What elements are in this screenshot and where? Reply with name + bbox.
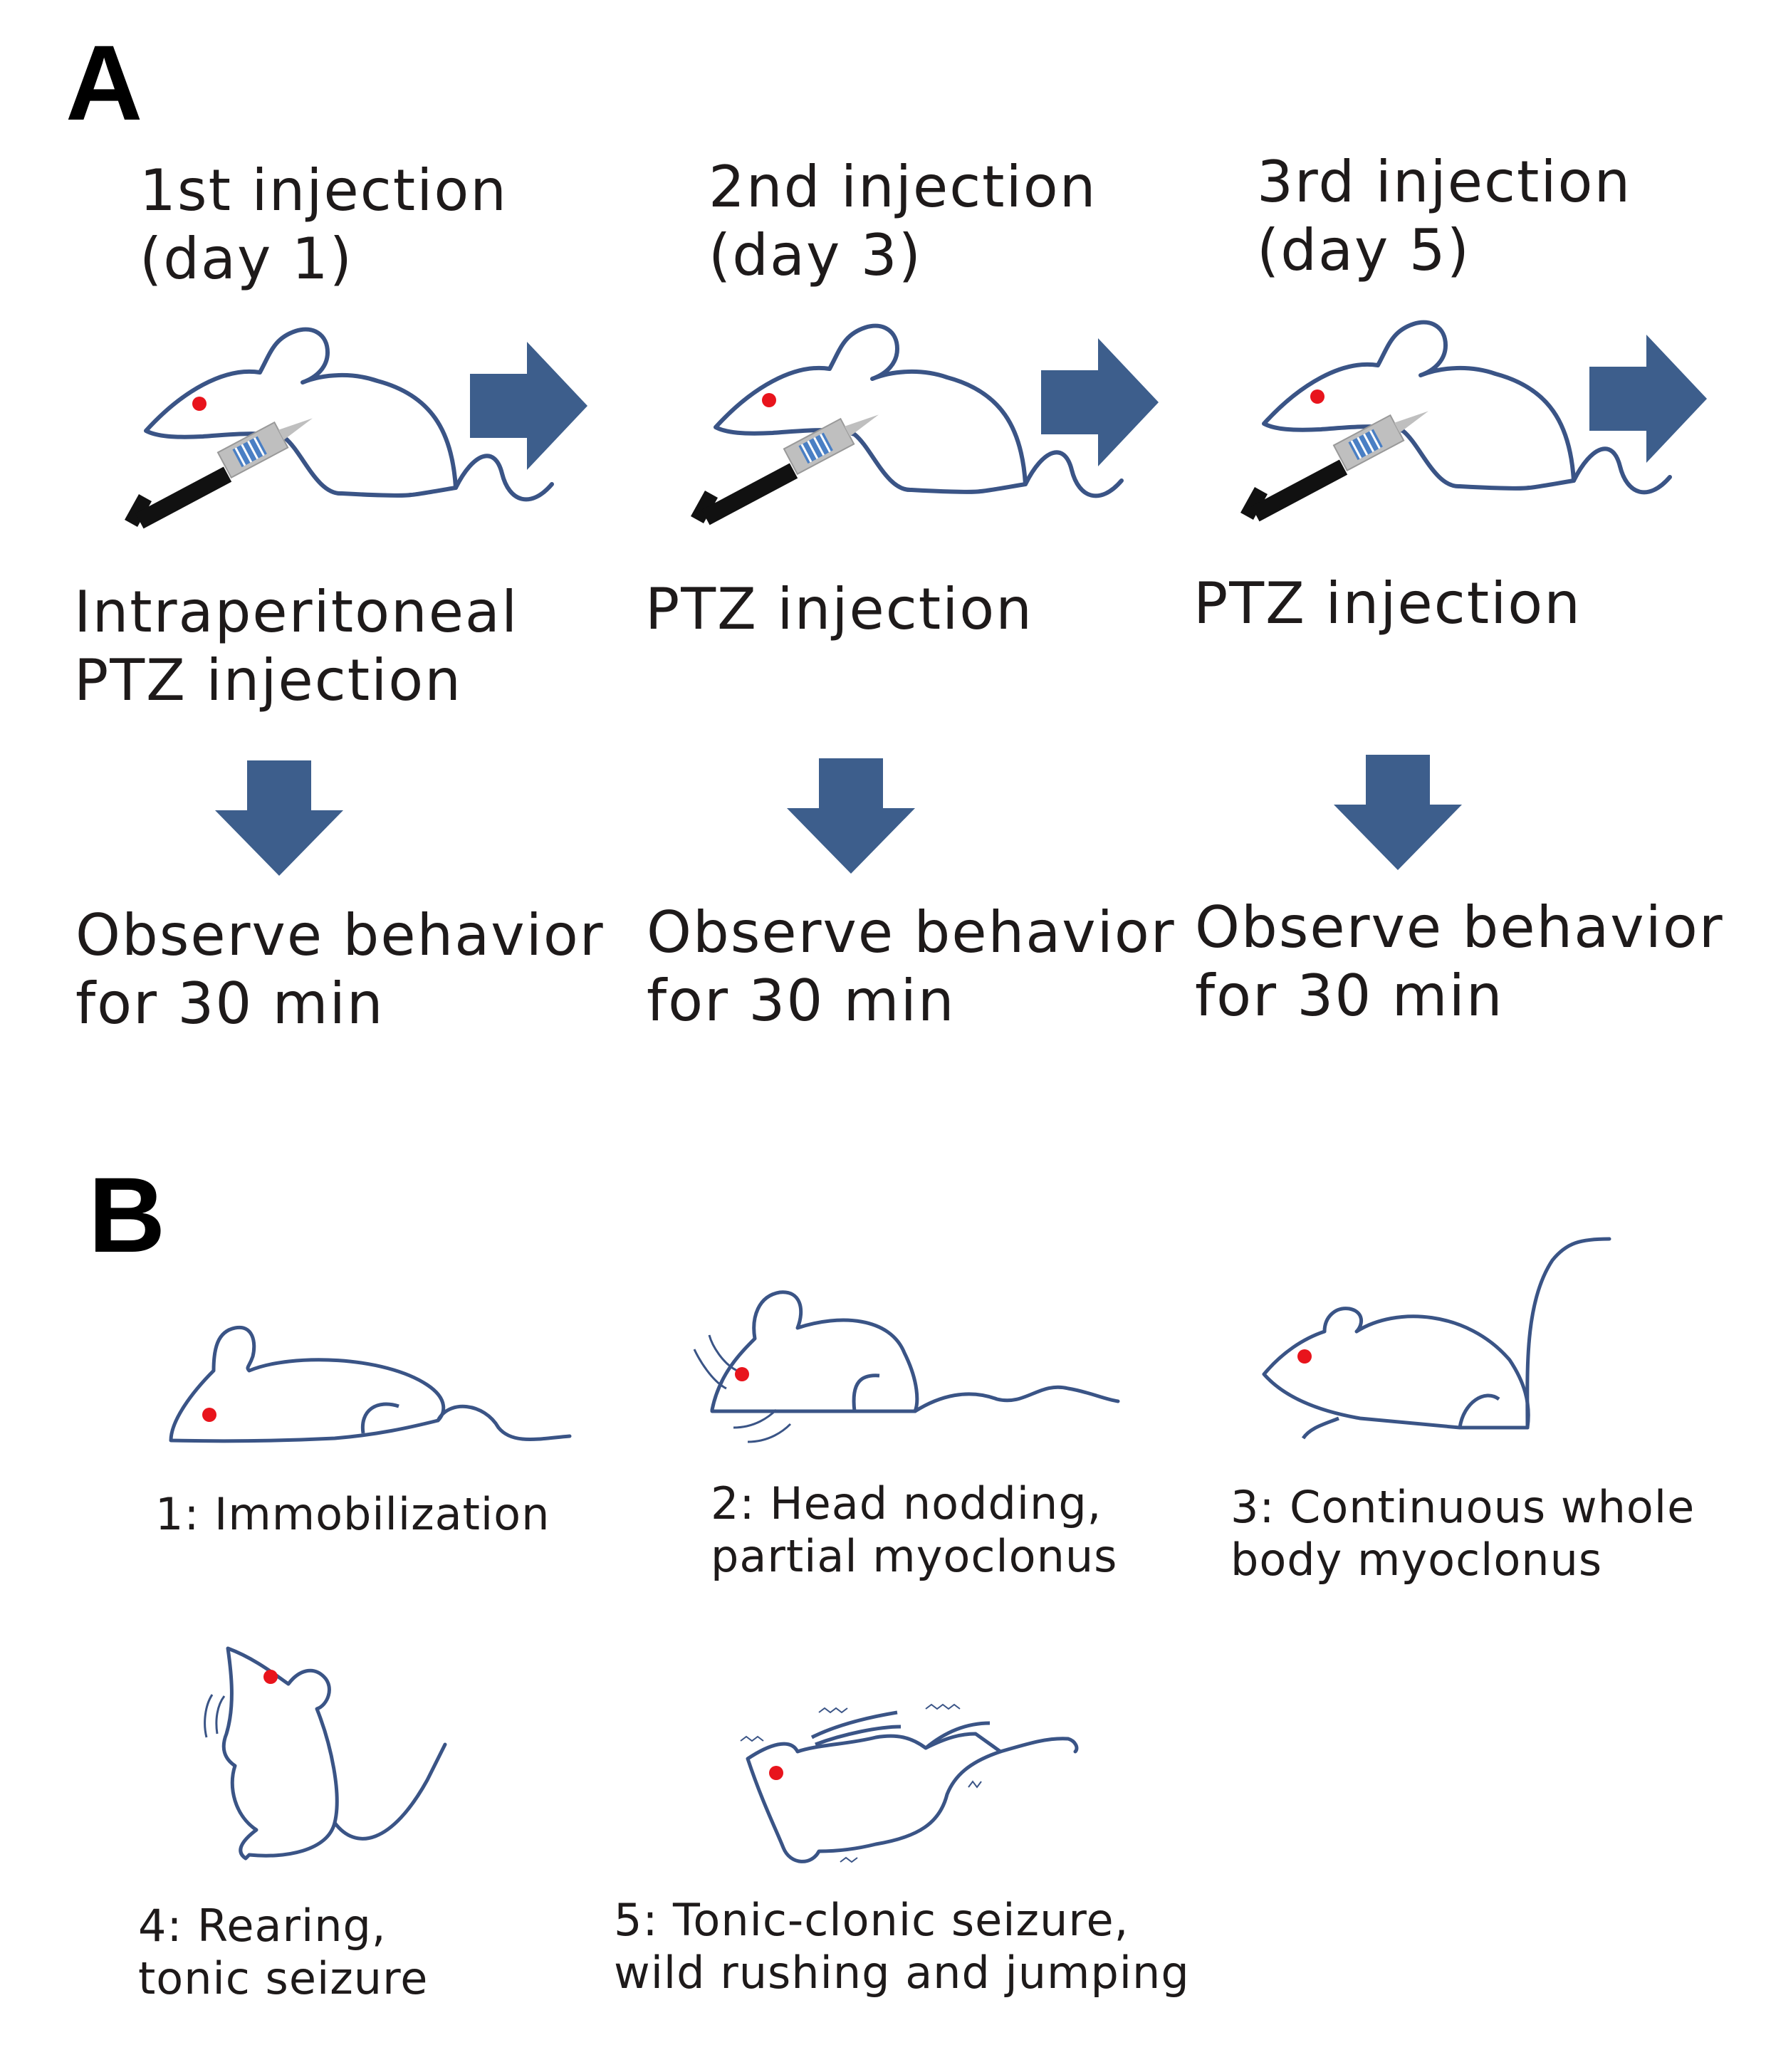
stage-3-label: 3: Continuous whole body myoclonus	[1231, 1481, 1695, 1587]
stage-5-line2: wild rushing and jumping	[614, 1947, 1190, 1999]
arrow-down-2	[787, 758, 915, 874]
mouse-stage-1	[169, 1325, 572, 1443]
arrow-down-3	[1334, 755, 1462, 870]
arrow-down-1	[215, 760, 343, 876]
step-1-action-line2: PTZ injection	[74, 647, 462, 713]
step-2-title-line1: 2nd injection	[709, 154, 1097, 220]
step-3-action: PTZ injection	[1193, 570, 1582, 638]
mouse-stage-5	[740, 1703, 1079, 1863]
step-1-action: Intraperitoneal PTZ injection	[74, 578, 518, 715]
stage-3-line2: body myoclonus	[1231, 1534, 1603, 1586]
stage-2-line1: 2: Head nodding,	[711, 1477, 1102, 1529]
arrow-right-1	[470, 342, 587, 470]
step-3-observe-line1: Observe behavior	[1195, 894, 1724, 961]
step-3-observe-line2: for 30 min	[1195, 963, 1504, 1029]
step-1-observe-line2: for 30 min	[75, 970, 385, 1037]
stage-3-line1: 3: Continuous whole	[1231, 1481, 1696, 1533]
step-1-action-line1: Intraperitoneal	[74, 579, 519, 645]
stage-5-label: 5: Tonic-clonic seizure, wild rushing an…	[614, 1894, 1190, 2000]
step-3-title-line1: 3rd injection	[1257, 149, 1632, 215]
stage-5-line1: 5: Tonic-clonic seizure,	[614, 1894, 1129, 1946]
step-3-action-line1: PTZ injection	[1193, 570, 1582, 637]
step-2-action: PTZ injection	[645, 575, 1033, 644]
panel-a-label: A	[66, 23, 143, 142]
stage-1-label: 1: Immobilization	[155, 1488, 550, 1541]
step-1-title-line2: (day 1)	[140, 226, 353, 292]
stage-2-line2: partial myoclonus	[711, 1530, 1118, 1583]
stage-4-line1: 4: Rearing,	[138, 1900, 387, 1952]
mouse-stage-4	[204, 1646, 447, 1861]
stage-2-label: 2: Head nodding, partial myoclonus	[711, 1477, 1117, 1584]
stage-4-label: 4: Rearing, tonic seizure	[138, 1900, 428, 2006]
arrow-right-3	[1589, 335, 1707, 463]
mouse-stage-2	[693, 1290, 1120, 1443]
step-1-observe-line1: Observe behavior	[75, 902, 605, 968]
step-1-title: 1st injection (day 1)	[140, 157, 508, 293]
step-2-action-line1: PTZ injection	[645, 576, 1033, 642]
step-3-observe: Observe behavior for 30 min	[1195, 894, 1724, 1030]
arrow-right-2	[1041, 338, 1159, 466]
step-3-title: 3rd injection (day 5)	[1257, 148, 1631, 285]
mouse-stage-3	[1262, 1237, 1611, 1440]
step-1-title-line1: 1st injection	[140, 157, 508, 224]
stage-1-line1: 1: Immobilization	[155, 1488, 550, 1540]
step-2-title: 2nd injection (day 3)	[709, 153, 1097, 290]
step-2-observe: Observe behavior for 30 min	[647, 899, 1176, 1035]
stage-4-line2: tonic seizure	[138, 1952, 429, 2005]
step-2-observe-line2: for 30 min	[647, 968, 956, 1034]
step-1-observe: Observe behavior for 30 min	[75, 901, 605, 1038]
step-3-title-line2: (day 5)	[1257, 217, 1470, 283]
panel-b-label: B	[88, 1155, 166, 1275]
syringe-icon-2	[689, 401, 887, 526]
step-2-title-line2: (day 3)	[709, 222, 922, 288]
step-2-observe-line1: Observe behavior	[647, 899, 1176, 966]
